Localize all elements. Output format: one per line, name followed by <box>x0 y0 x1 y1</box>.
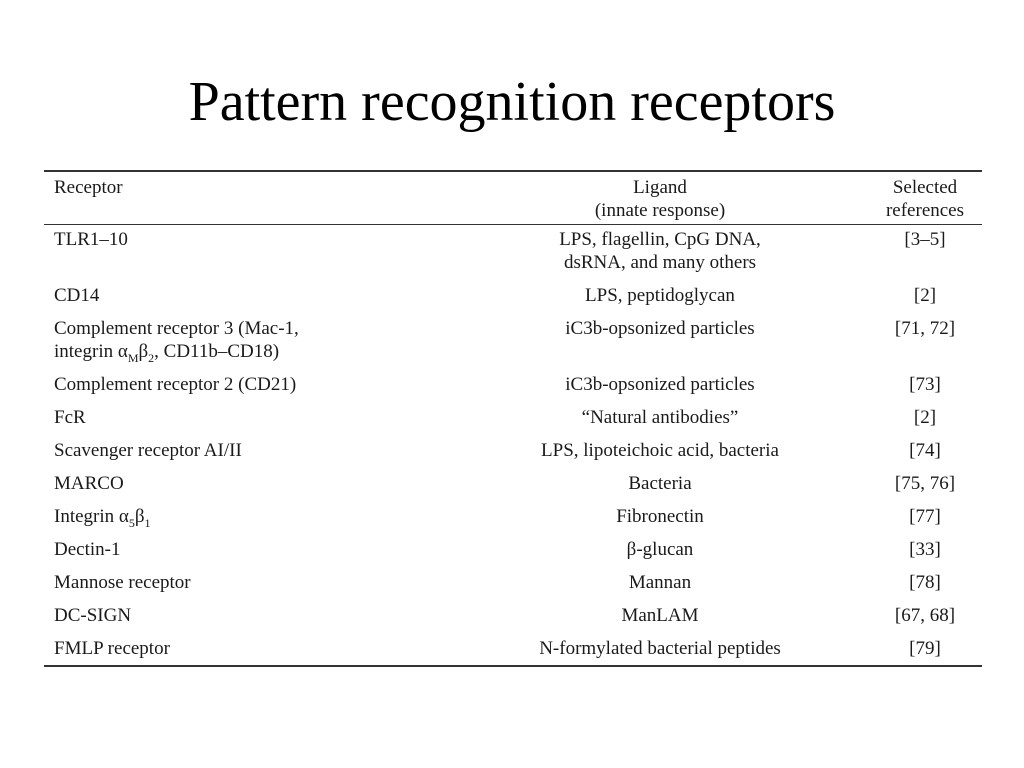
refs-cell: [71, 72] <box>894 318 956 339</box>
receptor-subscript: M <box>127 350 139 365</box>
table-row: Complement receptor 2 (CD21) iC3b-opsoni… <box>44 368 982 401</box>
ligand-cell: β-glucan <box>626 539 694 560</box>
refs-cell: [3–5] <box>904 229 946 250</box>
header-receptor: Receptor <box>44 171 452 225</box>
receptor-cell: TLR1–10 <box>54 229 128 250</box>
ligand-cell: LPS, lipoteichoic acid, bacteria <box>541 440 779 461</box>
receptor-cell: FcR <box>54 407 86 428</box>
table-row: Complement receptor 3 (Mac-1, integrin α… <box>44 312 982 368</box>
table-row: FMLP receptor N-formylated bacterial pep… <box>44 632 982 666</box>
ligand-cell: iC3b-opsonized particles <box>565 374 755 395</box>
receptor-cell: Complement receptor 2 (CD21) <box>54 374 297 395</box>
table-row: TLR1–10 LPS, flagellin, CpG DNA, dsRNA, … <box>44 225 982 280</box>
refs-cell: [73] <box>909 374 941 395</box>
receptor-line2: integrin αMβ2, CD11b–CD18) <box>54 340 446 365</box>
receptor-cell: Integrin α5β1 <box>44 500 452 533</box>
ligand-cell: LPS, flagellin, CpG DNA, dsRNA, and many… <box>452 225 868 280</box>
table-row: DC-SIGN ManLAM [67, 68] <box>44 599 982 632</box>
ligand-cell: ManLAM <box>621 605 699 626</box>
ligand-cell: “Natural antibodies” <box>581 407 739 428</box>
refs-cell: [78] <box>909 572 941 593</box>
receptor-text: β <box>138 341 149 362</box>
receptor-subscript: 5 <box>128 515 135 530</box>
ligand-cell: N-formylated bacterial peptides <box>539 638 781 659</box>
ligand-cell: Bacteria <box>628 473 692 494</box>
ligand-cell: Mannan <box>628 572 692 593</box>
receptor-line1: Complement receptor 3 (Mac-1, <box>54 318 299 339</box>
slide-title: Pattern recognition receptors <box>188 71 836 133</box>
ligand-cell: LPS, peptidoglycan <box>585 285 735 306</box>
receptor-cell: Complement receptor 3 (Mac-1, integrin α… <box>44 312 452 368</box>
receptor-text: β <box>134 506 145 527</box>
ligand-line2: dsRNA, and many others <box>563 252 757 273</box>
table-row: MARCO Bacteria [75, 76] <box>44 467 982 500</box>
receptor-cell: FMLP receptor <box>54 638 170 659</box>
receptor-cell: Scavenger receptor AI/II <box>54 440 242 461</box>
table-row: Scavenger receptor AI/II LPS, lipoteicho… <box>44 434 982 467</box>
table-row: CD14 LPS, peptidoglycan [2] <box>44 279 982 312</box>
receptor-text: , CD11b–CD18) <box>154 341 280 362</box>
header-receptor-label: Receptor <box>54 177 123 198</box>
receptor-subscript: 1 <box>144 515 151 530</box>
table-row: FcR “Natural antibodies” [2] <box>44 401 982 434</box>
header-ligand: Ligand (innate response) <box>452 171 868 225</box>
receptor-table-container: Receptor Ligand (innate response) Select… <box>44 170 982 667</box>
header-ligand-line2: (innate response) <box>594 200 726 221</box>
header-refs-line2: references <box>885 200 965 221</box>
header-refs-line1: Selected <box>892 177 958 198</box>
receptor-cell: CD14 <box>54 285 100 306</box>
refs-cell: [2] <box>913 407 937 428</box>
refs-cell: [79] <box>909 638 941 659</box>
table-header-row: Receptor Ligand (innate response) Select… <box>44 171 982 225</box>
receptor-cell: Mannose receptor <box>54 572 191 593</box>
receptor-cell: Dectin-1 <box>54 539 121 560</box>
ligand-cell: iC3b-opsonized particles <box>565 318 755 339</box>
receptor-text: integrin α <box>54 341 128 362</box>
table-row: Integrin α5β1 Fibronectin [77] <box>44 500 982 533</box>
header-ligand-line1: Ligand <box>633 177 687 198</box>
refs-cell: [33] <box>909 539 941 560</box>
receptor-subscript: 2 <box>148 350 155 365</box>
receptor-cell: MARCO <box>54 473 124 494</box>
refs-cell: [77] <box>909 506 941 527</box>
refs-cell: [75, 76] <box>894 473 956 494</box>
receptor-cell: DC-SIGN <box>54 605 132 626</box>
ligand-line1: LPS, flagellin, CpG DNA, <box>559 229 761 250</box>
receptor-table: Receptor Ligand (innate response) Select… <box>44 170 982 667</box>
header-references: Selected references <box>868 171 982 225</box>
table-row: Dectin-1 β-glucan [33] <box>44 533 982 566</box>
refs-cell: [2] <box>913 285 937 306</box>
refs-cell: [74] <box>909 440 941 461</box>
ligand-cell: Fibronectin <box>616 506 704 527</box>
refs-cell: [67, 68] <box>894 605 956 626</box>
table-row: Mannose receptor Mannan [78] <box>44 566 982 599</box>
receptor-text: Integrin α <box>54 506 129 527</box>
